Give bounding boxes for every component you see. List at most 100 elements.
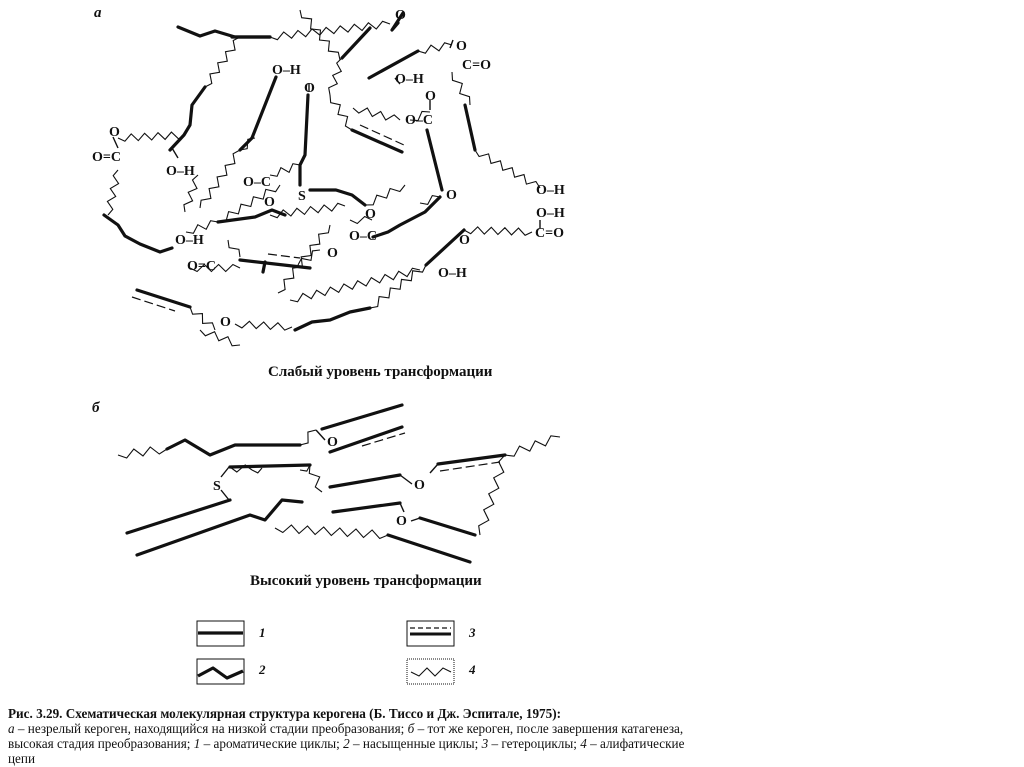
aromatic-chain <box>463 103 477 152</box>
caption-num-3: 3 <box>481 736 489 751</box>
panel-a-immature-kerogen: а O–H O O <box>92 5 565 380</box>
atom-o-eq-c: O=C <box>92 150 121 165</box>
aliphatic-chain <box>419 194 441 206</box>
aromatic-chain <box>216 208 287 224</box>
bond <box>410 517 421 522</box>
aliphatic-chain <box>199 329 241 347</box>
aromatic-chain <box>238 258 312 270</box>
aliphatic-chain <box>474 149 541 189</box>
atom-c-eq-o: C=O <box>462 58 491 73</box>
legend-item-2: 2 <box>196 658 266 685</box>
atom-o-c: O–C <box>243 175 271 190</box>
caption-num-2: 2 <box>343 736 350 751</box>
aliphatic-chain <box>234 320 293 331</box>
aromatic-chain <box>238 75 278 152</box>
bond <box>315 429 326 441</box>
panel-a-caption: Слабый уровень трансформации <box>268 364 493 380</box>
heterocycle-dash <box>131 296 176 312</box>
caption-letter-b: б <box>407 721 415 736</box>
aliphatic-chain <box>299 9 341 61</box>
legend-item-4: 4 <box>406 658 476 685</box>
aromatic-chain <box>228 463 312 469</box>
legend-num-3: 3 <box>468 625 476 640</box>
heterocycle-dash <box>361 432 406 447</box>
caption-num-4: 4 <box>580 736 587 751</box>
aliphatic-chain <box>269 163 301 177</box>
aromatic-chain <box>261 260 267 274</box>
heterocycle-chain <box>436 453 507 466</box>
aromatic-chain <box>125 498 232 535</box>
panel-b-caption: Высокий уровень трансформации <box>250 573 482 589</box>
legend-item-1: 1 <box>196 620 266 647</box>
atom-o: O <box>327 435 338 450</box>
legend-num-2: 2 <box>258 662 266 677</box>
aliphatic-chain <box>185 220 219 234</box>
atom-o: O <box>220 315 231 330</box>
aliphatic-chain <box>299 464 311 472</box>
aromatic-chain <box>320 403 404 431</box>
aliphatic-chain <box>299 429 317 446</box>
bond <box>449 39 454 49</box>
atom-o: O <box>109 125 120 140</box>
aliphatic-chain <box>269 20 391 41</box>
bond <box>399 474 413 485</box>
legend-thick-zigzag <box>197 666 244 680</box>
aliphatic-chain <box>117 131 186 142</box>
caption-text-a: – незрелый кероген, находящийся на низко… <box>14 721 408 736</box>
aliphatic-chain <box>409 110 431 122</box>
bond <box>429 463 439 474</box>
atom-o-c: O–C <box>349 229 377 244</box>
atom-c-eq-o: C=O <box>535 226 564 241</box>
atom-o: O <box>414 478 425 493</box>
panel-b-mature-kerogen: б O S O O Высокий уровень трансформации <box>92 400 561 589</box>
atom-o: O <box>395 8 406 23</box>
aromatic-chain <box>298 93 310 187</box>
caption-text-4: – алифатические цепи <box>8 736 685 766</box>
panel-b-label: б <box>92 400 100 416</box>
atom-o: O <box>396 514 407 529</box>
caption-text-b: – тот же кероген, после завершения катаг… <box>8 721 684 751</box>
legend-swatch <box>196 620 245 647</box>
atom-oh: O–H <box>272 63 301 78</box>
atom-o: O <box>264 195 275 210</box>
aromatic-chain <box>340 26 372 60</box>
aliphatic-chain <box>239 137 256 151</box>
aliphatic-chain <box>329 94 353 131</box>
heterocycle-chain <box>350 128 404 154</box>
saturated-ring-chain <box>135 498 304 557</box>
atom-oh: O–H <box>536 206 565 221</box>
bond <box>399 502 405 513</box>
saturated-ring-chain <box>308 188 367 207</box>
aliphatic-chain <box>463 226 533 236</box>
caption-num-1: 1 <box>193 736 201 751</box>
aliphatic-chain <box>504 435 561 457</box>
atom-o-eq-c: O=C <box>187 259 216 274</box>
aliphatic-chain <box>277 224 331 294</box>
bond <box>220 489 230 501</box>
atom-o: O <box>304 81 315 96</box>
aliphatic-chain <box>297 249 321 266</box>
saturated-ring-chain <box>165 438 302 457</box>
aliphatic-chain <box>229 464 253 473</box>
aliphatic-chain <box>189 263 241 273</box>
aromatic-chain <box>425 128 444 192</box>
aliphatic-chain <box>204 36 241 88</box>
aliphatic-chain <box>451 71 471 106</box>
aliphatic-chain <box>274 524 389 540</box>
aliphatic-chain <box>183 174 199 213</box>
aliphatic-chain <box>289 267 421 303</box>
legend-num-1: 1 <box>259 625 266 640</box>
atom-o: O <box>456 39 467 54</box>
atom-s: S <box>213 479 221 494</box>
atom-oh: O–H <box>395 72 424 87</box>
aliphatic-chain <box>417 42 453 54</box>
legend-item-3: 3 <box>406 620 476 647</box>
aliphatic-chain <box>308 464 323 493</box>
atom-o: O <box>365 207 376 222</box>
bond <box>220 466 230 478</box>
heterocycle-chain <box>135 288 192 309</box>
bond <box>112 136 119 149</box>
saturated-ring-chain <box>168 85 207 152</box>
aliphatic-chain <box>189 306 216 331</box>
